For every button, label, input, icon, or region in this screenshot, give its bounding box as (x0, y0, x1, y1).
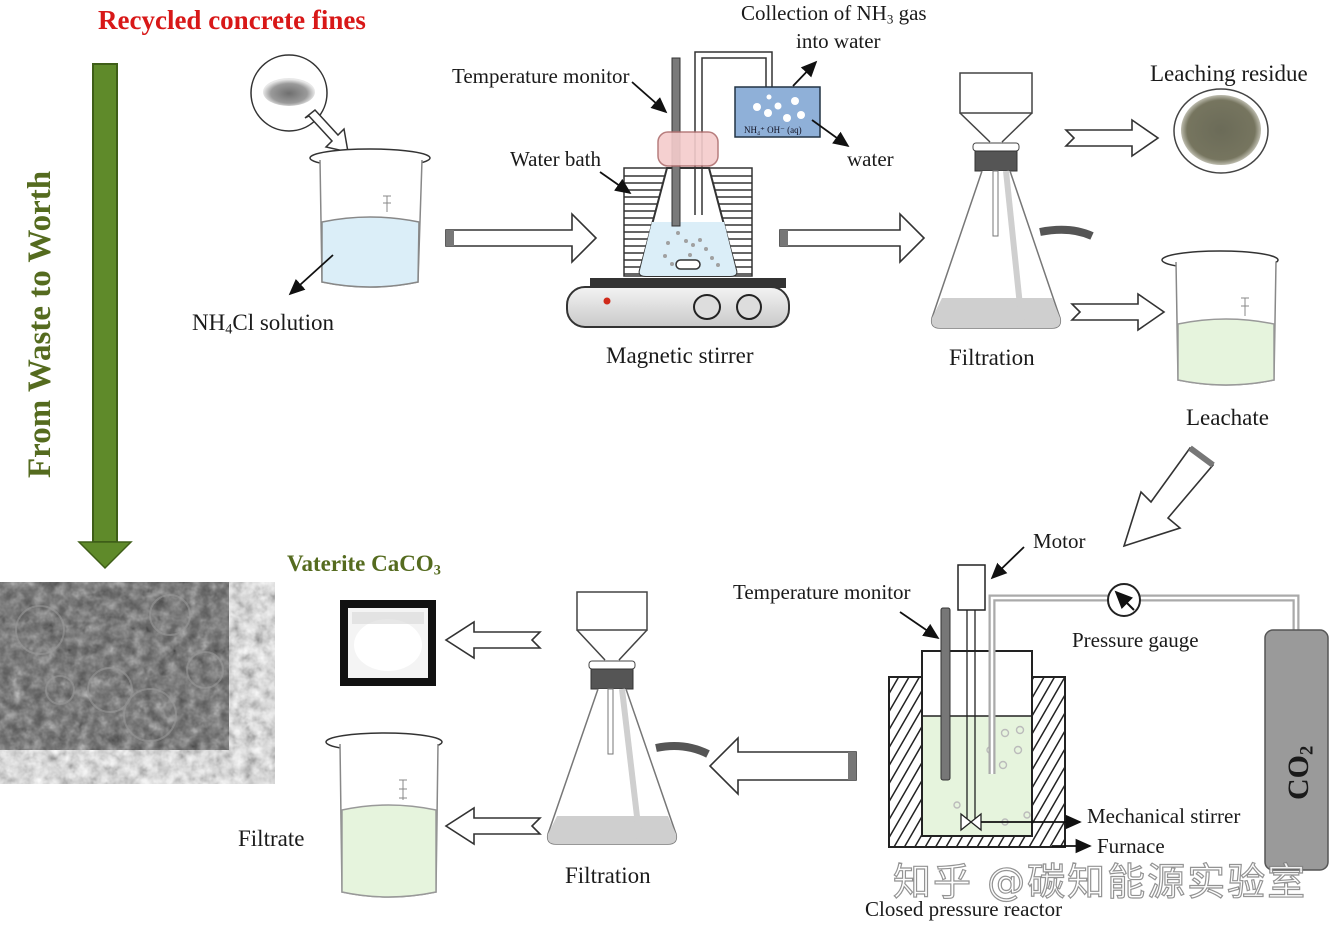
pressure-gauge-label: Pressure gauge (1072, 628, 1199, 652)
filtrate-label: Filtrate (238, 826, 305, 851)
flow-arrow-7 (444, 806, 542, 846)
mechanical-stirrer-label: Mechanical stirrer (1087, 804, 1241, 828)
gas-collection-label-line2: into water (796, 29, 881, 53)
vaterite-sample (340, 600, 436, 686)
flow-arrow-1 (445, 212, 598, 264)
water-bath-label: Water bath (510, 147, 602, 171)
co2-cylinder (1264, 629, 1329, 871)
gas-collection-box (734, 60, 850, 148)
motor-pointer (990, 546, 1025, 580)
filtration-flask-2 (546, 591, 710, 845)
filtration-label-2: Filtration (565, 863, 651, 888)
side-label: From Waste to Worth (22, 170, 58, 478)
flow-arrow-3 (1064, 118, 1160, 158)
water-label: water (847, 147, 894, 171)
temperature-monitor-label-1: Temperature monitor (452, 64, 630, 88)
co2-label: CO2 (1282, 745, 1318, 800)
filtrate-beaker (325, 732, 443, 898)
sem-image (0, 582, 229, 750)
temp-monitor-pointer-1 (631, 81, 668, 114)
furnace-label: Furnace (1097, 834, 1165, 858)
pressure-gauge-icon (1107, 583, 1141, 617)
flow-arrow-4 (1070, 292, 1166, 332)
temp-monitor-pointer-2 (899, 611, 940, 640)
nh4cl-beaker-icon (288, 148, 431, 296)
nh4cl-solution-label: NH4Cl solution (192, 310, 334, 338)
motor-and-stirrer (957, 564, 1092, 854)
leachate-beaker (1161, 250, 1279, 386)
temperature-monitor-label-2: Temperature monitor (733, 580, 911, 604)
waste-to-worth-arrow (77, 63, 133, 570)
flow-arrow-2 (779, 212, 926, 264)
filtration-flask-1 (930, 72, 1094, 329)
vaterite-label: Vaterite CaCO3 (287, 551, 441, 579)
diagram-title: Recycled concrete fines (98, 5, 366, 35)
magnetic-stirrer-label: Magnetic stirrer (606, 343, 754, 368)
ammonium-hydroxide-label: NH₄⁺ OH⁻ (aq) (744, 125, 802, 135)
magnetic-stirrer-base (566, 278, 790, 328)
water-bath-pointer (599, 171, 632, 195)
reactor-vessel (921, 650, 1033, 837)
gas-collection-label: Collection of NH3 gas (741, 1, 927, 27)
concrete-powder-icon (250, 54, 328, 132)
flow-arrow-diagonal (1122, 445, 1215, 548)
watermark: 知乎 @碳知能源实验室 (892, 859, 1308, 904)
flask-stopper (657, 131, 719, 167)
filtration-label-1: Filtration (949, 345, 1035, 370)
motor-label: Motor (1033, 529, 1086, 553)
erlenmeyer-flask (638, 167, 738, 277)
gas-line (988, 594, 1300, 774)
flow-arrow-6 (444, 620, 542, 660)
closed-pressure-reactor-label: Closed pressure reactor (865, 897, 1063, 921)
temperature-probe-2 (940, 607, 951, 781)
leachate-label: Leachate (1186, 405, 1269, 430)
leaching-residue-dish (1173, 88, 1269, 174)
flow-arrow-5 (708, 736, 857, 796)
leaching-residue-label: Leaching residue (1150, 61, 1308, 86)
pour-arrow-icon (304, 108, 349, 153)
